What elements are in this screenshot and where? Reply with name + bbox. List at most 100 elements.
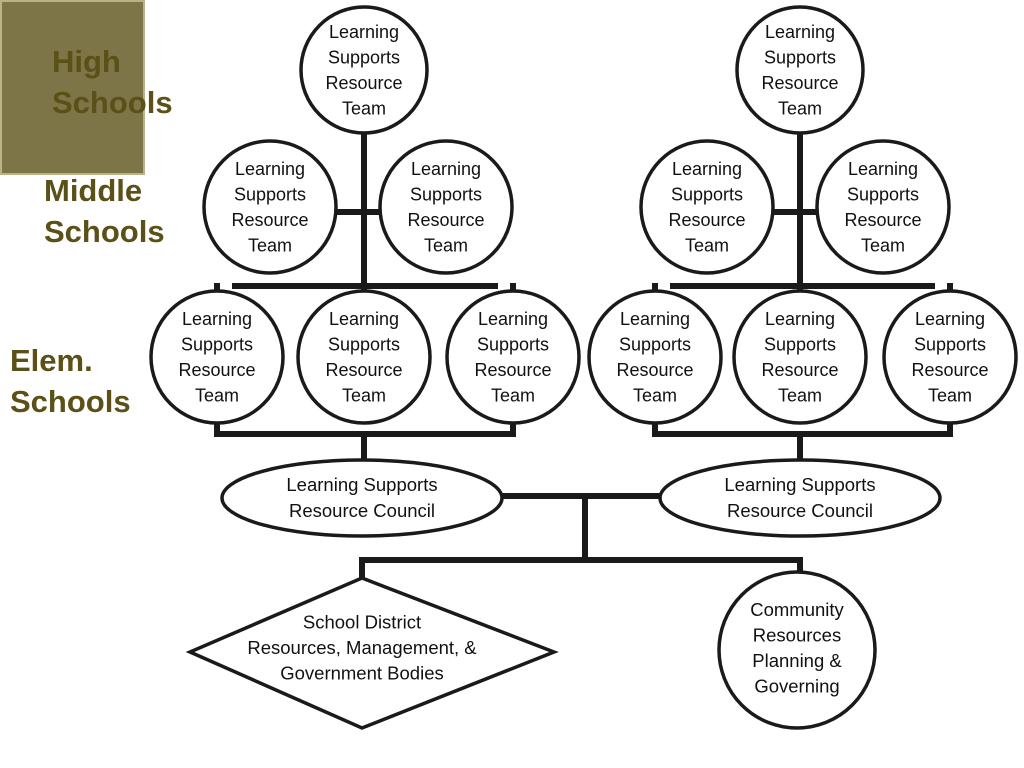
left-high-school-team-text-line-1: Learning xyxy=(329,22,399,42)
right-middle-school-team-2-text-line-1: Learning xyxy=(848,159,918,179)
left-middle-school-team-2-text-line-3: Resource xyxy=(407,210,484,230)
right-high-school-team-text-line-4: Team xyxy=(778,98,822,118)
right-middle-school-team-2-text-line-4: Team xyxy=(861,235,905,255)
high-schools-label: High Schools xyxy=(52,41,173,123)
left-high-school-team-text-line-2: Supports xyxy=(328,47,400,67)
left-middle-school-team-1-circle xyxy=(202,139,338,275)
left-high-school-team-circle xyxy=(299,5,429,135)
right-elementary-team-1-text-line-1: Learning xyxy=(620,309,690,329)
right-high-school-team-text-line-2: Supports xyxy=(764,47,836,67)
right-resource-council-text-line-2: Resource Council xyxy=(727,500,873,521)
left-elementary-team-2-circle xyxy=(296,289,432,425)
left-middle-school-team-2-text-line-2: Supports xyxy=(410,184,482,204)
right-middle-school-team-1-text-line-1: Learning xyxy=(672,159,742,179)
right-elementary-team-1-circle xyxy=(587,289,723,425)
right-middle-school-team-1-circle xyxy=(639,139,775,275)
left-middle-school-team-2-text-line-4: Team xyxy=(424,235,468,255)
left-elementary-team-3-circle xyxy=(445,289,581,425)
left-resource-council-text-line-1: Learning Supports xyxy=(286,474,437,495)
left-elementary-team-3-text-line-2: Supports xyxy=(477,334,549,354)
right-elementary-team-3-text-line-1: Learning xyxy=(915,309,985,329)
right-elementary-team-3-text-line-2: Supports xyxy=(914,334,986,354)
left-middle-school-team-1-text-line-2: Supports xyxy=(234,184,306,204)
right-high-school-team-text-line-3: Resource xyxy=(761,73,838,93)
elementary-schools-label-line-2: Schools xyxy=(10,384,131,419)
left-elementary-team-3-text-line-1: Learning xyxy=(478,309,548,329)
left-elementary-team-2-text-line-4: Team xyxy=(342,385,386,405)
left-elementary-team-2-text-line-1: Learning xyxy=(329,309,399,329)
left-resource-council-text-line-2: Resource Council xyxy=(289,500,435,521)
left-elementary-team-1-text-line-1: Learning xyxy=(182,309,252,329)
right-high-school-team-circle xyxy=(735,5,865,135)
left-elementary-team-3-text-line-3: Resource xyxy=(474,360,551,380)
right-elementary-team-2-text-line-2: Supports xyxy=(764,334,836,354)
middle-schools-label: Middle Schools xyxy=(44,170,165,252)
community-resources-text-line-2: Resources xyxy=(753,624,841,645)
left-high-school-team-text-line-3: Resource xyxy=(325,73,402,93)
right-elementary-team-1-text-line-4: Team xyxy=(633,385,677,405)
left-elementary-team-1-text-line-2: Supports xyxy=(181,334,253,354)
left-elementary-team-1-text-line-4: Team xyxy=(195,385,239,405)
middle-schools-label-line-1: Middle xyxy=(44,173,143,208)
right-elementary-team-1-text-line-3: Resource xyxy=(616,360,693,380)
elementary-schools-label: Elem. Schools xyxy=(10,340,131,422)
school-district-text-line-2: Resources, Management, & xyxy=(247,637,477,658)
community-resources-text-line-4: Governing xyxy=(754,675,839,696)
right-elementary-team-1-text-line-2: Supports xyxy=(619,334,691,354)
right-elementary-team-2-circle xyxy=(732,289,868,425)
right-elementary-team-2-text-line-1: Learning xyxy=(765,309,835,329)
right-high-school-team-text-line-1: Learning xyxy=(765,22,835,42)
right-resource-council-ellipse xyxy=(658,458,942,538)
left-elementary-team-2-text-line-2: Supports xyxy=(328,334,400,354)
high-schools-label-line-2: Schools xyxy=(52,85,173,120)
left-middle-school-team-2-circle xyxy=(378,139,514,275)
right-middle-school-team-2-text-line-3: Resource xyxy=(844,210,921,230)
right-elementary-team-3-text-line-3: Resource xyxy=(911,360,988,380)
right-middle-school-team-1-text-line-4: Team xyxy=(685,235,729,255)
right-elementary-team-3-circle xyxy=(882,289,1018,425)
right-elementary-team-3-text-line-4: Team xyxy=(928,385,972,405)
school-district-text-line-1: School District xyxy=(303,612,421,633)
left-elementary-team-1-circle xyxy=(149,289,285,425)
school-district-text-line-3: Government Bodies xyxy=(280,663,444,684)
community-resources-text-line-3: Planning & xyxy=(752,650,842,671)
left-elementary-team-2-text-line-3: Resource xyxy=(325,360,402,380)
high-schools-label-line-1: High xyxy=(52,44,121,79)
left-elementary-team-1-text-line-3: Resource xyxy=(178,360,255,380)
right-elementary-team-2-text-line-3: Resource xyxy=(761,360,838,380)
left-resource-council-ellipse xyxy=(220,458,504,538)
elementary-schools-label-line-1: Elem. xyxy=(10,343,93,378)
right-middle-school-team-2-circle xyxy=(815,139,951,275)
right-resource-council-text-line-1: Learning Supports xyxy=(724,474,875,495)
right-middle-school-team-1-text-line-3: Resource xyxy=(668,210,745,230)
left-elementary-team-3-text-line-4: Team xyxy=(491,385,535,405)
left-high-school-team-text-line-4: Team xyxy=(342,98,386,118)
community-resources-circle xyxy=(717,570,877,730)
community-resources-text-line-1: Community xyxy=(750,599,844,620)
olive-accent-block xyxy=(0,0,145,175)
left-middle-school-team-1-text-line-4: Team xyxy=(248,235,292,255)
right-elementary-team-2-text-line-4: Team xyxy=(778,385,822,405)
school-district-diamond xyxy=(185,576,559,730)
left-middle-school-team-1-text-line-1: Learning xyxy=(235,159,305,179)
right-middle-school-team-1-text-line-2: Supports xyxy=(671,184,743,204)
right-middle-school-team-2-text-line-2: Supports xyxy=(847,184,919,204)
